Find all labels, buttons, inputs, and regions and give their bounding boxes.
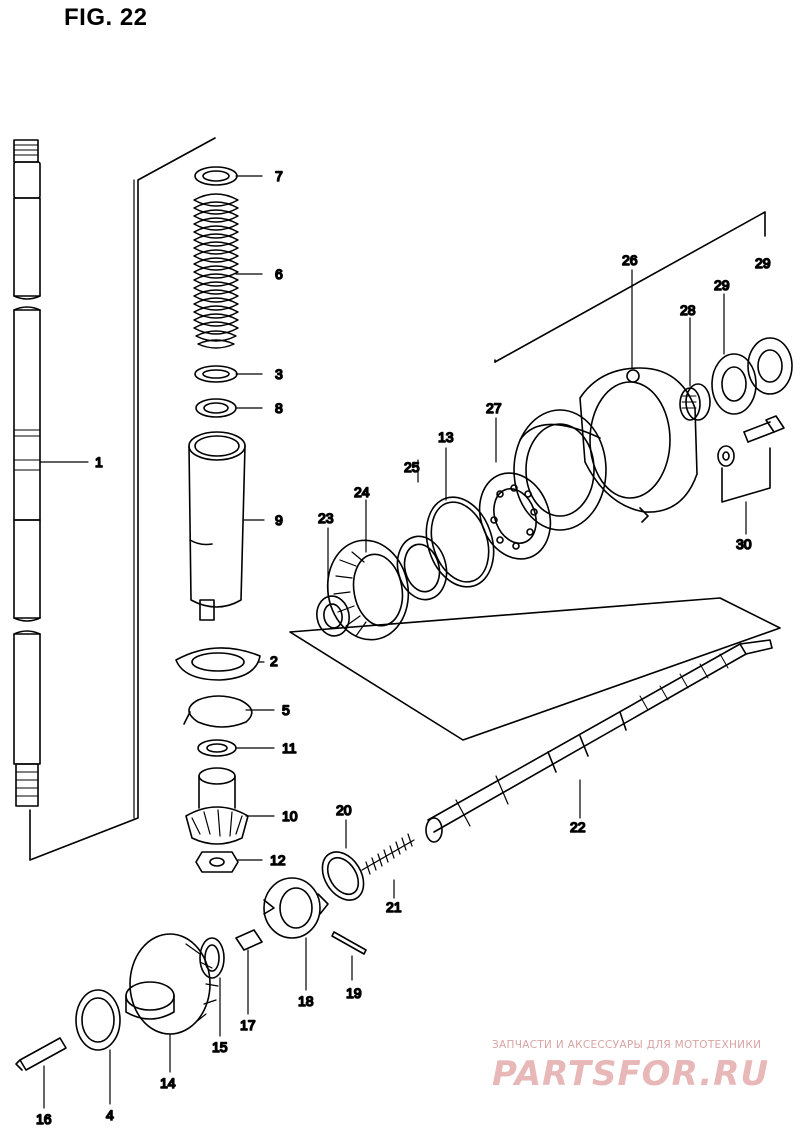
label-part-22: 22 [570,819,586,835]
label-part-29-a: 29 [714,277,730,293]
label-part-8: 8 [275,400,283,416]
label-part-11: 11 [282,740,297,756]
part-29-seal-a [711,353,757,415]
leader-lines [39,175,747,1109]
label-part-12: 12 [270,852,286,868]
part-9-sleeve [188,431,246,621]
group-brackets [29,137,781,861]
label-part-16: 16 [36,1111,52,1127]
part-17-pin [235,929,263,951]
label-part-14: 14 [160,1075,176,1091]
part-10-pinion [185,767,249,845]
label-part-20: 20 [336,802,352,818]
part-12-nut [195,851,239,873]
part-11-washer [197,739,237,757]
label-part-17: 17 [240,1017,256,1033]
label-part-13: 13 [438,429,454,445]
label-part-30: 30 [736,536,752,552]
label-part-3: 3 [275,366,283,382]
part-19-pin [331,931,367,955]
drive-shaft [13,139,41,807]
part-21-spring [361,833,415,875]
label-part-29-b: 29 [755,255,771,271]
part-27-sleeve [513,409,607,531]
label-part-1: 1 [95,454,103,470]
part-15-washer [199,937,225,979]
part-5-circlip [183,695,253,728]
part-4-shim [75,989,121,1051]
part-28-bearing [679,383,711,421]
label-part-25: 25 [404,459,420,475]
part-14-bevel-gear [125,933,219,1035]
label-part-18: 18 [298,993,314,1009]
part-20-ring [321,851,365,901]
watermark-logo: PARTSFOR.RU [492,1054,770,1094]
label-part-4: 4 [106,1107,114,1123]
label-part-7: 7 [275,168,283,184]
part-3-washer [194,365,238,383]
watermark-caption: ЗАПЧАСТИ И АКСЕССУАРЫ ДЛЯ МОТОТЕХНИКИ [492,1039,762,1051]
part-22-prop-shaft [425,639,773,843]
part-2-plate [175,647,261,681]
label-part-6: 6 [275,266,283,282]
label-part-10: 10 [282,808,298,824]
part-24-bevel-gear [326,539,410,641]
label-part-15: 15 [212,1039,228,1055]
label-part-26: 26 [622,252,638,268]
label-part-9: 9 [275,512,283,528]
part-30-bolt [717,415,785,467]
part-6-spring [193,193,239,349]
part-18-clutch [263,877,329,939]
part-7-ring [194,166,238,186]
label-part-19: 19 [346,985,362,1001]
label-part-28: 28 [680,302,696,318]
label-part-23: 23 [318,510,334,526]
label-part-21: 21 [386,899,402,915]
part-8-washer [195,398,237,418]
part-29-seal-b [747,337,793,395]
label-part-27: 27 [486,400,502,416]
label-part-24: 24 [354,484,370,500]
part-26-housing [579,367,698,523]
label-part-2: 2 [270,653,278,669]
figure-title: FIG. 22 [64,4,148,31]
part-16-shaft [15,1037,67,1071]
part-23-washer [316,595,350,637]
label-part-5: 5 [282,702,290,718]
part-27-ball-bearing [478,472,552,560]
part-labels: 7 6 3 8 9 2 5 11 10 12 1 13 25 27 24 23 … [35,167,771,1128]
